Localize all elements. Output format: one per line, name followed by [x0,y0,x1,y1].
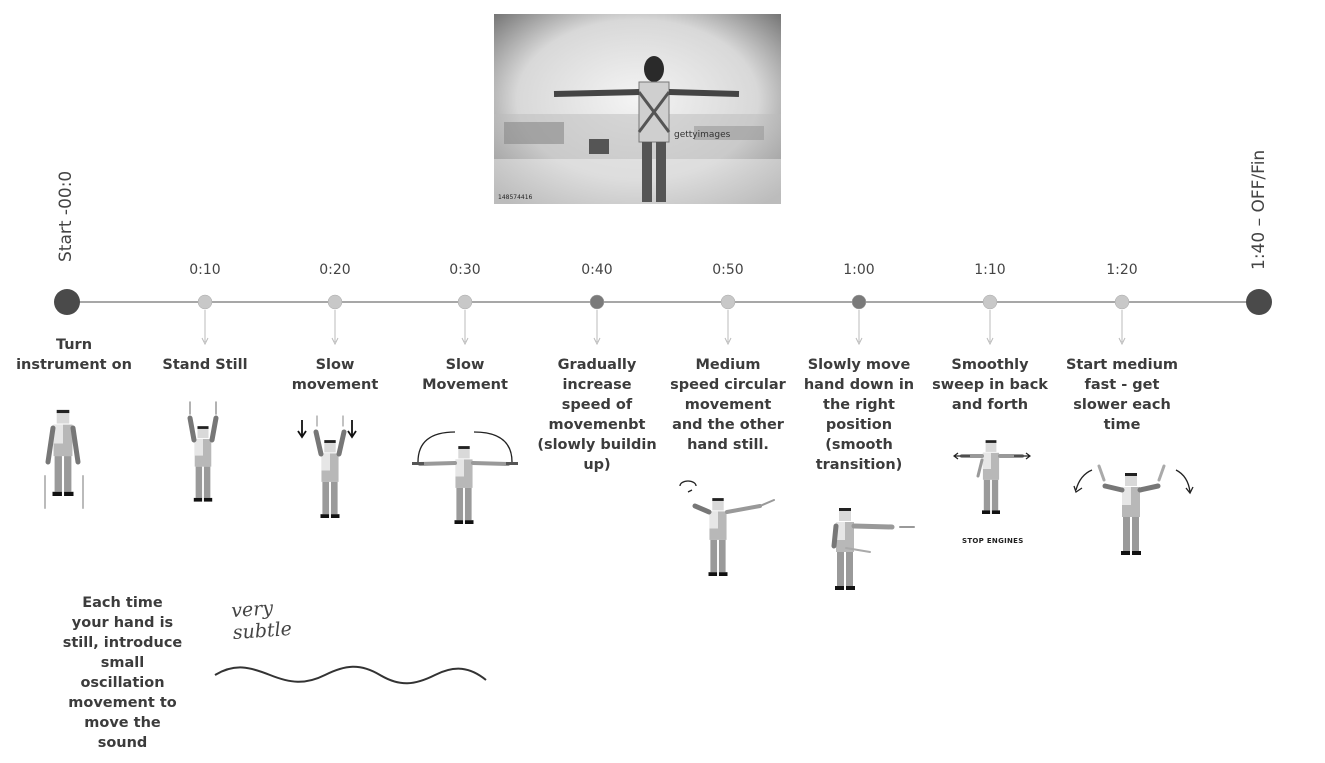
time-label: 1:00 [843,262,875,278]
figure-sweep [953,440,1031,514]
handwritten-very-subtle: very subtle [230,597,293,645]
timeline-arrowhead [593,337,601,346]
timeline-arrowhead [461,337,469,346]
step-label: Medium speed circular movement and the o… [670,357,786,453]
timeline-arrowhead [1118,337,1126,346]
oscillation-note: Each time your hand is still, introduce … [62,595,183,751]
step-label: Slow Movement [422,357,508,393]
figure-circular [679,480,775,576]
step-label: Smoothly sweep in back and forth [932,357,1048,413]
timeline-dot [197,294,213,310]
timeline-dot [1114,294,1130,310]
figure-slow-movement [297,415,357,518]
figure-turn-on [44,409,84,509]
time-label: 0:50 [712,262,744,278]
step-label: Slowly move hand down in the right posit… [803,357,915,473]
oscillation-wave [214,665,487,685]
timeline-dot [327,294,343,310]
time-label: 1:10 [974,262,1006,278]
timeline-arrowhead [855,337,863,346]
figure-hand-down [831,508,915,590]
time-label: 0:40 [581,262,613,278]
time-label: 0:10 [189,262,221,278]
timeline-arrowhead [986,337,994,346]
photo-watermark: gettyimages [674,130,731,140]
figure-stand-still [187,401,219,502]
time-label: 1:20 [1106,262,1138,278]
photo-id: 148574416 [498,194,533,201]
step-label: Slow movement [291,357,379,393]
timeline-dot [720,294,736,310]
end-dot [1246,289,1272,315]
timeline-arrowhead [201,337,209,346]
timeline-dot [589,294,605,310]
time-label: 0:20 [319,262,351,278]
marshaller-photo: gettyimages 148574416 [494,14,781,204]
figure-medium-fast [1073,464,1194,555]
timeline-dot [457,294,473,310]
timeline-dot [982,294,998,310]
timeline-arrowhead [331,337,339,346]
timeline-dot [851,294,867,310]
step-label: Start medium fast - get slower each time [1065,357,1178,433]
time-label: 0:30 [449,262,481,278]
step-label: Stand Still [162,357,248,373]
step-label-start: Turn instrument on [16,337,132,373]
start-dot [54,289,80,315]
stop-engines-caption: STOP ENGINES [962,537,1024,545]
step-label: Gradually increase speed of movemenbt (s… [537,357,657,473]
figure-arms-out [412,431,518,524]
timeline-arrowhead [724,337,732,346]
